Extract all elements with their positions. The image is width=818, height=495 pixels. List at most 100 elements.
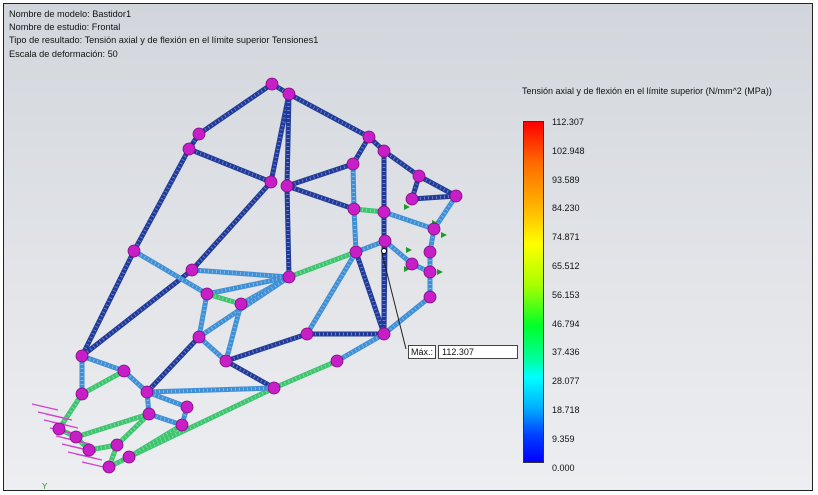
beam-mesh-pattern <box>191 268 290 279</box>
beam-member <box>431 193 459 232</box>
legend-tick-label: 102.948 <box>552 145 585 156</box>
joint-node <box>69 430 83 444</box>
joint-node <box>362 130 376 144</box>
beam-member <box>131 248 210 297</box>
joint-node <box>117 364 131 378</box>
joint-node <box>140 385 154 399</box>
joint-node <box>427 222 441 236</box>
beam-mesh-pattern <box>128 386 275 459</box>
joint-node <box>82 443 96 457</box>
beam-mesh-pattern <box>269 93 291 183</box>
beam-member <box>268 91 292 185</box>
max-value-annotation: Máx.:112.307 <box>408 345 519 359</box>
joint-node <box>405 192 419 206</box>
joint-node <box>449 189 463 203</box>
frame-model[interactable] <box>4 4 813 491</box>
beam-member <box>284 183 292 280</box>
beam-member <box>284 183 357 212</box>
beam-member <box>196 291 210 340</box>
beam-member <box>381 148 422 179</box>
joint-nodes <box>52 77 463 474</box>
deformation-scale: Escala de deformación: 50 <box>9 48 118 59</box>
joint-node <box>122 450 136 464</box>
beam-mesh-pattern <box>75 412 150 439</box>
joint-node <box>265 77 279 91</box>
legend-tick-label: 28.077 <box>552 376 580 387</box>
joint-node <box>180 400 194 414</box>
legend-tick-label: 56.153 <box>552 289 580 300</box>
beam-member <box>353 249 387 337</box>
joint-node <box>377 205 391 219</box>
beam-member <box>350 161 357 212</box>
joint-node <box>349 245 363 259</box>
study-info: Nombre de modelo: Bastidor1 Nombre de es… <box>9 8 318 61</box>
joint-node <box>282 270 296 284</box>
beam-mesh-pattern <box>81 268 193 358</box>
result-type: Tipo de resultado: Tensión axial y de fl… <box>9 35 319 46</box>
beam-member <box>381 294 433 337</box>
beam-member <box>409 193 459 202</box>
beam-member <box>223 331 310 364</box>
joint-node <box>412 169 426 183</box>
legend-tick-label: 37.436 <box>552 347 580 358</box>
fixture-arrow <box>45 413 73 421</box>
model-name: Nombre de modelo: Bastidor1 <box>9 9 132 19</box>
joint-node <box>75 349 89 363</box>
beam-member <box>284 91 292 189</box>
beam-mesh-pattern <box>198 82 273 136</box>
beam-member <box>189 267 292 280</box>
beam-member <box>286 91 372 140</box>
beam-mesh-pattern <box>145 335 201 394</box>
joint-node <box>280 179 294 193</box>
fixture-arrow <box>75 453 103 461</box>
joint-node <box>347 202 361 216</box>
load-arrow <box>404 266 410 272</box>
legend-tick-label: 74.871 <box>552 232 580 243</box>
load-arrow <box>404 204 410 210</box>
legend-tick-label: 18.718 <box>552 405 580 415</box>
beam-member <box>416 173 459 199</box>
joint-node <box>185 263 199 277</box>
joint-node <box>142 407 156 421</box>
beam-member <box>223 301 244 364</box>
beam-members <box>56 81 459 470</box>
joint-node <box>75 387 89 401</box>
load-arrow <box>406 247 412 253</box>
beam-member <box>304 249 359 337</box>
joint-node <box>219 354 233 368</box>
beam-member <box>284 161 356 189</box>
beam-mesh-pattern <box>197 293 209 338</box>
beam-member <box>144 334 202 395</box>
beam-member <box>126 422 185 460</box>
legend-tick-label: 84.230 <box>552 203 580 214</box>
beam-member <box>131 146 192 254</box>
joint-node <box>282 87 296 101</box>
joint-node <box>52 422 66 436</box>
joint-node <box>102 460 116 474</box>
beam-member <box>73 411 152 440</box>
joint-node <box>423 265 437 279</box>
load-arrow <box>441 232 447 238</box>
joint-node <box>267 381 281 395</box>
beam-member <box>79 248 137 359</box>
beam-member <box>114 411 152 448</box>
fixture-arrow <box>51 421 79 429</box>
results-viewport[interactable]: Nombre de modelo: Bastidor1 Nombre de es… <box>3 3 813 491</box>
joint-node <box>423 290 437 304</box>
beam-member <box>351 206 359 255</box>
legend-tick-label: 9.359 <box>552 433 575 444</box>
load-arrow <box>437 269 443 275</box>
study-name: Nombre de estudio: Frontal <box>9 22 121 33</box>
beam-member <box>144 389 190 410</box>
joint-node <box>192 330 206 344</box>
joint-node <box>264 175 278 189</box>
joint-node <box>234 297 248 311</box>
beam-member <box>56 391 85 432</box>
beam-member <box>144 385 277 395</box>
joint-node <box>127 244 141 258</box>
joint-node <box>192 127 206 141</box>
axis-triad-y: Y <box>42 482 48 491</box>
joint-node <box>182 142 196 156</box>
max-label: Máx.: <box>408 345 437 359</box>
beam-mesh-pattern <box>188 147 272 184</box>
